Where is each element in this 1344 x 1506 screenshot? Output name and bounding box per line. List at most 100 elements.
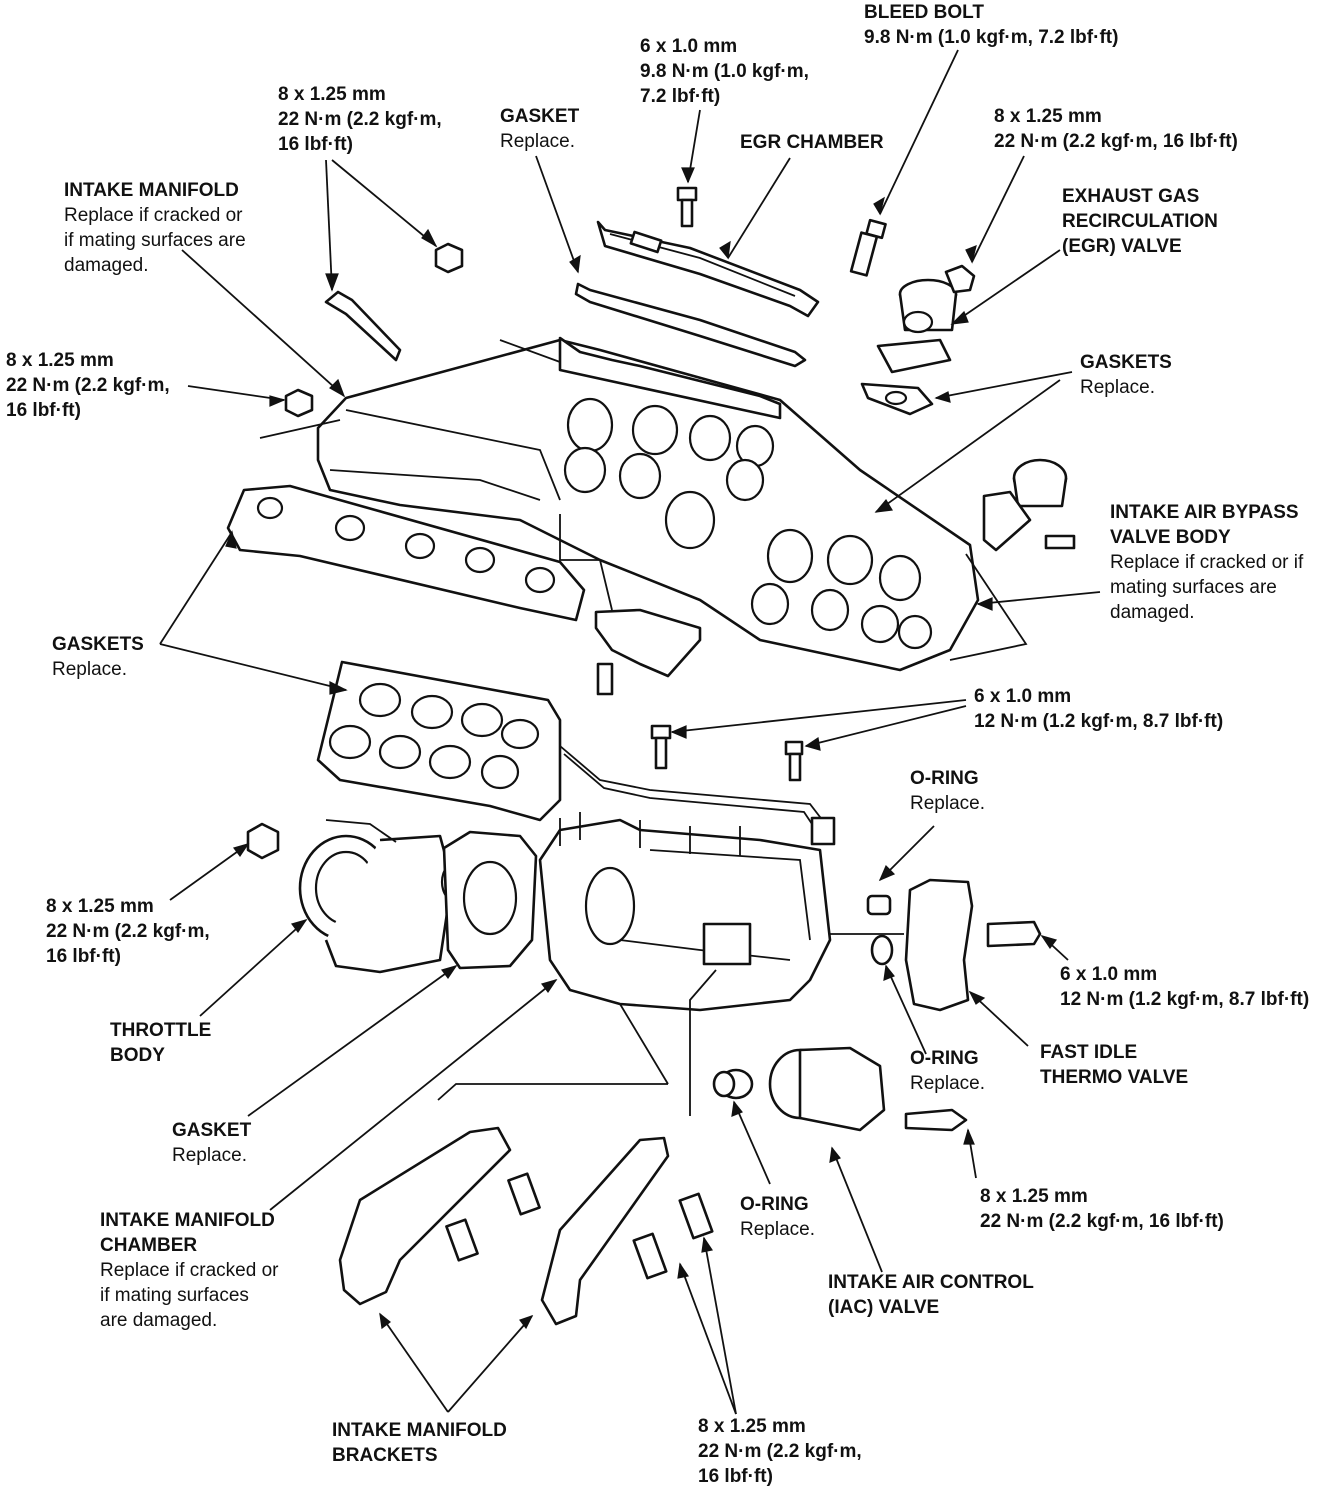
gasket-left-upper <box>226 484 586 622</box>
egr-valve-title-2: RECIRCULATION <box>1062 211 1218 232</box>
bolt-8x125-iac-size: 8 x 1.25 mm <box>980 1186 1088 1207</box>
bolt-6x10-mid <box>650 724 804 782</box>
chamber-note-1: Replace if cracked or <box>100 1260 279 1281</box>
bypass-valve-title-2: VALVE BODY <box>1110 527 1231 548</box>
bolt-6x10-top <box>676 186 698 228</box>
leader-lines <box>159 49 1101 1415</box>
egr-valve-title-1: EXHAUST GAS <box>1062 186 1200 207</box>
gaskets-left-title: GASKETS <box>52 634 144 655</box>
bolt-8x125-top-torque-2: 16 lbf·ft) <box>278 134 353 155</box>
intake-manifold-note-1: Replace if cracked or <box>64 205 243 226</box>
egr-chamber <box>596 220 820 318</box>
bolt-8x125-iac-torque: 22 N·m (2.2 kgf·m, 16 lbf·ft) <box>980 1211 1224 1232</box>
label-chamber: INTAKE MANIFOLD CHAMBER Replace if crack… <box>100 1208 278 1333</box>
bolt-8x125-left-torque-2: 16 lbf·ft) <box>6 400 81 421</box>
intake-manifold-note-3: damaged. <box>64 255 149 276</box>
bolt-6x10-top-size: 6 x 1.0 mm <box>640 36 738 57</box>
label-bolt-8x125-bottom: 8 x 1.25 mm 22 N·m (2.2 kgf·m, 16 lbf·ft… <box>698 1414 862 1489</box>
bolt-8x125-left-size: 8 x 1.25 mm <box>6 350 114 371</box>
label-bypass-valve: INTAKE AIR BYPASS VALVE BODY Replace if … <box>1110 500 1303 625</box>
intake-manifold-note-2: if mating surfaces are <box>64 230 246 251</box>
oring-mid-note: Replace. <box>910 1073 985 1094</box>
bolt-8x125-egr-torque: 22 N·m (2.2 kgf·m, 16 lbf·ft) <box>994 131 1238 152</box>
label-gasket-tb: GASKET Replace. <box>172 1118 251 1168</box>
gasket-top-note: Replace. <box>500 131 575 152</box>
label-bolt-8x125-iac: 8 x 1.25 mm 22 N·m (2.2 kgf·m, 16 lbf·ft… <box>980 1184 1224 1234</box>
gasket-tb-title: GASKET <box>172 1120 252 1141</box>
label-gaskets-right: GASKETS Replace. <box>1080 350 1172 400</box>
gasket-tb <box>442 830 538 970</box>
intake-manifold-bracket-left <box>338 1126 541 1306</box>
gasket-tb-note: Replace. <box>172 1145 247 1166</box>
bypass-valve-note-2: mating surfaces are <box>1110 577 1277 598</box>
bypass-valve <box>982 458 1076 552</box>
egr-valve <box>876 278 958 374</box>
gaskets-left-note: Replace. <box>52 659 127 680</box>
intake-manifold-chamber <box>538 812 832 1012</box>
bolt-8x125-tb-torque-2: 16 lbf·ft) <box>46 946 121 967</box>
brackets-title-1: INTAKE MANIFOLD <box>332 1420 507 1441</box>
bypass-valve-note-1: Replace if cracked or if <box>1110 552 1304 573</box>
bolt-8x125-bottom-torque-1: 22 N·m (2.2 kgf·m, <box>698 1441 862 1462</box>
label-gaskets-left: GASKETS Replace. <box>52 632 144 682</box>
intake-manifold-bracket-right <box>540 1136 714 1326</box>
egr-gasket-small <box>860 382 934 416</box>
label-bolt-6x10-top: 6 x 1.0 mm 9.8 N·m (1.0 kgf·m, 7.2 lbf·f… <box>640 34 809 109</box>
brackets-title-2: BRACKETS <box>332 1445 438 1466</box>
iac-valve-title-2: (IAC) VALVE <box>828 1297 940 1318</box>
bolt-8x125-left-torque-1: 22 N·m (2.2 kgf·m, <box>6 375 170 396</box>
fitv-title-1: FAST IDLE <box>1040 1042 1138 1063</box>
label-bolt-8x125-tb: 8 x 1.25 mm 22 N·m (2.2 kgf·m, 16 lbf·ft… <box>46 894 210 969</box>
chamber-title-2: CHAMBER <box>100 1235 198 1256</box>
chamber-note-2: if mating surfaces <box>100 1285 249 1306</box>
chamber-title-1: INTAKE MANIFOLD <box>100 1210 275 1231</box>
label-bolt-8x125-left: 8 x 1.25 mm 22 N·m (2.2 kgf·m, 16 lbf·ft… <box>6 348 170 423</box>
bolt-6x10-mid-torque: 12 N·m (1.2 kgf·m, 8.7 lbf·ft) <box>974 711 1224 732</box>
chamber-note-3: are damaged. <box>100 1310 218 1331</box>
throttle-body <box>298 819 480 974</box>
label-egr-chamber: EGR CHAMBER <box>740 130 884 155</box>
bolt-6x10-fitv-size: 6 x 1.0 mm <box>1060 964 1158 985</box>
label-egr-valve: EXHAUST GAS RECIRCULATION (EGR) VALVE <box>1062 184 1218 259</box>
label-oring-mid: O-RING Replace. <box>910 1046 985 1096</box>
bolt-6x10-top-torque-2: 7.2 lbf·ft) <box>640 86 721 107</box>
bolt-8x125-tb-torque-1: 22 N·m (2.2 kgf·m, <box>46 921 210 942</box>
bolt-8x125-top-torque-1: 22 N·m (2.2 kgf·m, <box>278 109 442 130</box>
label-bolt-6x10-fitv: 6 x 1.0 mm 12 N·m (1.2 kgf·m, 8.7 lbf·ft… <box>1060 962 1309 1012</box>
arrowheads <box>225 167 1058 1330</box>
bolt-8x125-top-size: 8 x 1.25 mm <box>278 84 386 105</box>
oring-top-title: O-RING <box>910 768 979 789</box>
bleed-bolt-torque: 9.8 N·m (1.0 kgf·m, 7.2 lbf·ft) <box>864 27 1119 48</box>
label-iac-valve: INTAKE AIR CONTROL (IAC) VALVE <box>828 1270 1034 1320</box>
gaskets-right-title: GASKETS <box>1080 352 1172 373</box>
bolt-6x10-mid-size: 6 x 1.0 mm <box>974 686 1072 707</box>
label-bolt-8x125-egr: 8 x 1.25 mm 22 N·m (2.2 kgf·m, 16 lbf·ft… <box>994 104 1238 154</box>
label-oring-top: O-RING Replace. <box>910 766 985 816</box>
intake-manifold <box>316 336 980 672</box>
label-bleed-bolt: BLEED BOLT 9.8 N·m (1.0 kgf·m, 7.2 lbf·f… <box>864 0 1118 50</box>
bolt-8x125-bottom-size: 8 x 1.25 mm <box>698 1416 806 1437</box>
gaskets-right-note: Replace. <box>1080 377 1155 398</box>
bolt-8x125-top-pair <box>324 242 464 362</box>
bolt-8x125-left-nut <box>284 388 314 418</box>
egr-valve-title-3: (EGR) VALVE <box>1062 236 1182 257</box>
label-bolt-6x10-mid: 6 x 1.0 mm 12 N·m (1.2 kgf·m, 8.7 lbf·ft… <box>974 684 1223 734</box>
bolt-6x10-top-torque-1: 9.8 N·m (1.0 kgf·m, <box>640 61 809 82</box>
fitv-title-2: THERMO VALVE <box>1040 1067 1189 1088</box>
bolt-6x10-fitv-torque: 12 N·m (1.2 kgf·m, 8.7 lbf·ft) <box>1060 989 1310 1010</box>
oring-mid-title: O-RING <box>910 1048 979 1069</box>
egr-pipe <box>559 745 836 846</box>
gasket-lower <box>316 660 562 822</box>
fast-idle-thermo-valve <box>866 878 1042 1012</box>
oring-top-note: Replace. <box>910 793 985 814</box>
throttle-bolt-nut <box>246 822 280 860</box>
oring-iac-title: O-RING <box>740 1194 809 1215</box>
egr-nut <box>944 264 976 294</box>
iac-valve <box>712 1046 968 1132</box>
label-oring-iac: O-RING Replace. <box>740 1192 815 1242</box>
bypass-valve-title-1: INTAKE AIR BYPASS <box>1110 502 1299 523</box>
label-gasket-top: GASKET Replace. <box>500 104 579 154</box>
bracket-small <box>594 608 702 696</box>
bolt-8x125-bottom-torque-2: 16 lbf·ft) <box>698 1466 773 1487</box>
iac-valve-title-1: INTAKE AIR CONTROL <box>828 1272 1034 1293</box>
